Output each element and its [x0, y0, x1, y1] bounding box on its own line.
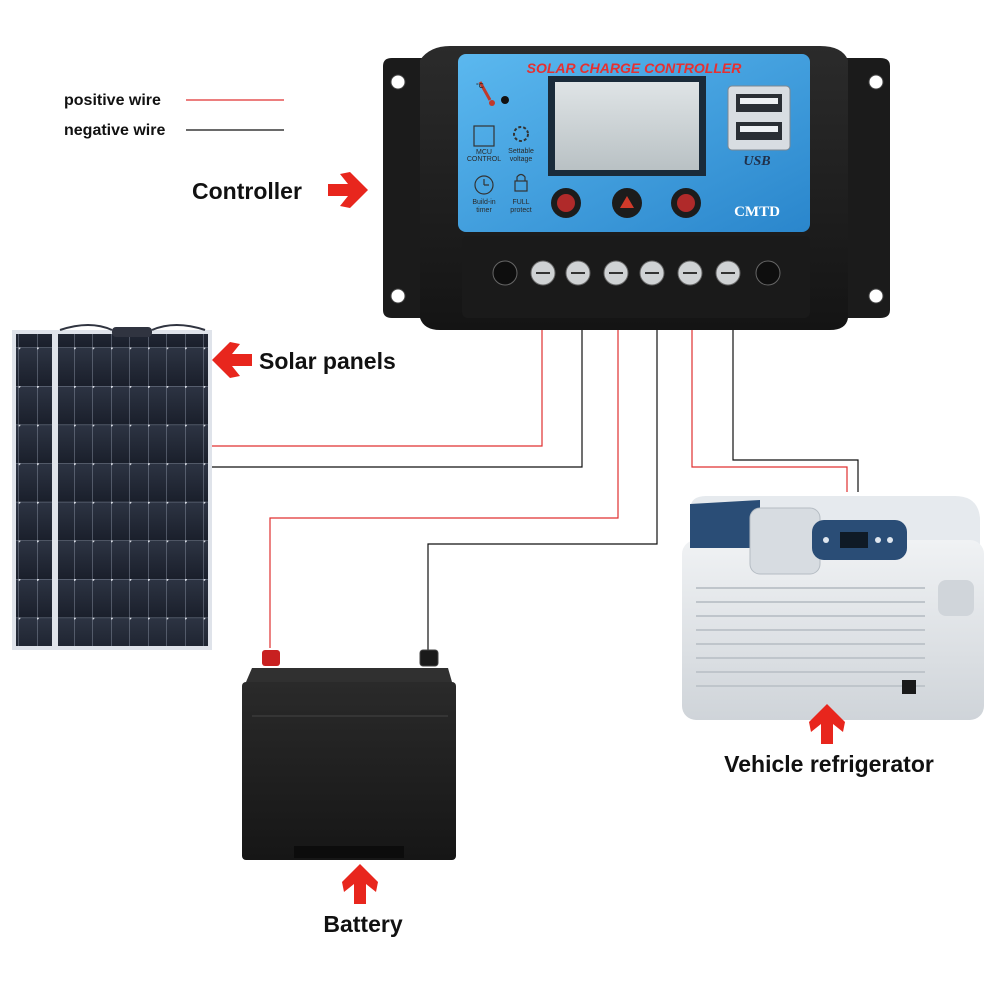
lcd-screen	[555, 82, 699, 170]
arrow-right-icon	[328, 172, 368, 208]
terminal-block	[462, 236, 810, 318]
feature-voltage: voltage	[510, 156, 533, 163]
lock-icon	[514, 180, 528, 192]
feature-buildin: Build-in	[472, 199, 495, 206]
solar-negative-wire	[212, 322, 583, 468]
battery-lid	[246, 668, 452, 682]
solar-positive-wire	[212, 322, 543, 447]
feature-mcu: MCU	[476, 149, 492, 156]
mount-hole-icon	[868, 74, 884, 90]
fridge-button-icon[interactable]	[875, 537, 881, 543]
solar-panel-left	[16, 334, 52, 646]
mount-hole-icon	[390, 288, 406, 304]
battery-body	[242, 682, 456, 860]
clock-hands-icon	[483, 179, 489, 186]
feature-full: FULL	[512, 199, 529, 206]
terminal-screw-icon	[755, 260, 781, 286]
battery-handle	[294, 846, 404, 858]
power-socket-icon	[902, 680, 916, 694]
fridge-button-icon[interactable]	[823, 537, 829, 543]
down-button-cap	[677, 194, 695, 212]
temperature-icon: °C	[476, 81, 495, 106]
feature-settable: Settable	[508, 148, 534, 155]
clock-icon	[474, 175, 494, 195]
solar-panels	[12, 324, 212, 650]
battery	[242, 649, 456, 860]
control-buttons	[551, 188, 701, 218]
mount-hole-icon	[390, 74, 406, 90]
battery-positive-terminal	[262, 650, 280, 666]
indicator-led-icon	[501, 96, 509, 104]
brand-label: CMTD	[734, 204, 780, 220]
usb-ports: USB CMTD	[727, 85, 791, 220]
arrow-left-icon	[212, 342, 252, 378]
controller-label: Controller	[192, 178, 302, 204]
mount-hole-icon	[868, 288, 884, 304]
junction-box	[112, 327, 152, 337]
solar-panel-right	[58, 334, 208, 646]
panel-cables	[59, 324, 206, 331]
battery-label: Battery	[323, 911, 402, 937]
arrow-up-icon	[342, 864, 378, 904]
legend-negative-label: negative wire	[64, 122, 165, 139]
mcu-chip-icon	[473, 125, 495, 147]
vehicle-refrigerator	[682, 496, 984, 720]
battery-positive-wire	[269, 322, 619, 648]
usb-label: USB	[743, 154, 770, 169]
lock-shackle-icon	[516, 173, 526, 181]
usb-tongue	[740, 98, 778, 104]
wires	[212, 322, 859, 650]
load-positive-wire	[691, 322, 848, 492]
controller-left-ear	[383, 58, 432, 318]
wire-legend: positive wire negative wire	[64, 92, 284, 139]
controller-right-ear	[838, 58, 890, 318]
battery-negative-wire	[427, 322, 658, 650]
charge-controller: SOLAR CHARGE CONTROLLER °C MCU CONTROL S…	[383, 46, 890, 330]
fridge-button-icon[interactable]	[887, 537, 893, 543]
feature-control: CONTROL	[467, 156, 501, 163]
fridge-side-handle	[938, 580, 974, 616]
menu-button-cap	[557, 194, 575, 212]
load-negative-wire	[732, 322, 859, 492]
controller-panel-title: SOLAR CHARGE CONTROLLER	[527, 60, 743, 76]
feature-icons: MCU CONTROL Settable voltage Build-in ti…	[467, 125, 534, 214]
svg-text:°C: °C	[476, 82, 484, 90]
gear-icon	[513, 126, 529, 142]
fridge-brand-strip	[690, 500, 760, 548]
fridge-vents	[696, 587, 925, 687]
terminal-screw-icon	[492, 260, 518, 286]
arrow-up-icon	[809, 704, 845, 744]
solar-label: Solar panels	[259, 348, 396, 374]
feature-timer: timer	[476, 207, 492, 214]
fridge-handle	[749, 507, 821, 575]
legend-positive-label: positive wire	[64, 92, 161, 109]
warning-triangle-icon	[620, 196, 634, 208]
fridge-label: Vehicle refrigerator	[724, 751, 934, 777]
fridge-display	[840, 532, 868, 548]
feature-protect: protect	[510, 207, 531, 214]
battery-negative-terminal	[419, 649, 439, 667]
usb-tongue	[740, 126, 778, 132]
